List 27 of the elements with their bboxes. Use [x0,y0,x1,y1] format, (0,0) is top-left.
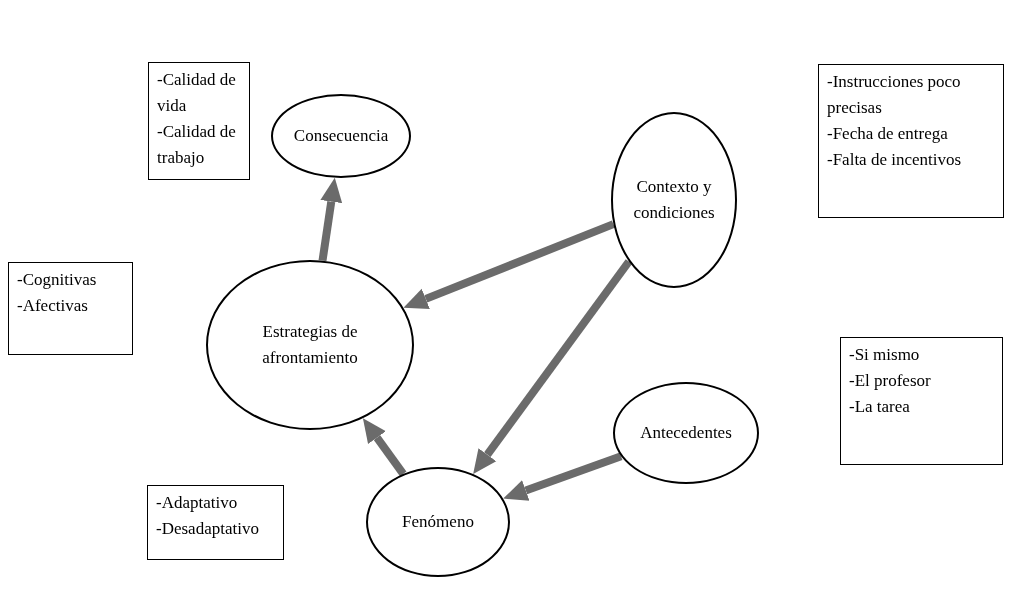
text-box [147,485,284,560]
text-box [8,262,133,355]
list-item: -Si mismo [849,344,920,366]
list-item: -Falta de incentivos [827,149,962,171]
node-label: Fenómeno [402,511,474,533]
arrow [362,418,407,477]
node-label: Antecedentes [640,422,732,444]
arrow [318,177,343,262]
list-item: -Calidad de vida [157,69,237,117]
text-box [840,337,1003,465]
arrow [503,452,623,501]
arrow [403,220,615,310]
text-box [148,62,250,180]
node-label: Contexto y condiciones [632,176,716,224]
node-label: Estrategias de afrontamiento [261,321,359,369]
list-item: -Afectivas [17,295,88,317]
list-item: -Calidad de trabajo [157,121,237,169]
list-item: -Instrucciones poco precisas [827,71,962,119]
arrow [473,259,633,474]
node-label: Consecuencia [293,125,389,147]
list-item: -Adaptativo [156,492,238,514]
list-item: -Cognitivas [17,269,97,291]
list-item: -La tarea [849,396,910,418]
text-box [818,64,1004,218]
list-item: -Desadaptativo [156,518,259,540]
list-item: -Fecha de entrega [827,123,948,145]
list-item: -El profesor [849,370,931,392]
